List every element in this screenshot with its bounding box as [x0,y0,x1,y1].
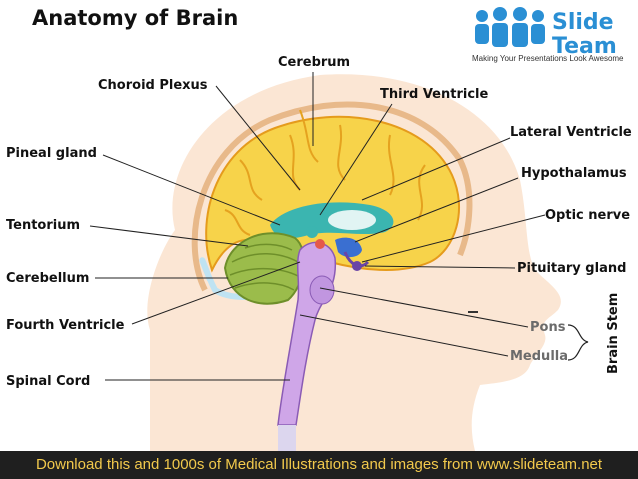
logo-tagline: Making Your Presentations Look Awesome [472,54,624,63]
label-fourth-ventricle: Fourth Ventricle [6,318,125,333]
label-cerebrum: Cerebrum [278,55,351,70]
label-medulla: Medulla [510,349,568,364]
logo-line1: Slide [552,10,614,35]
label-pituitary-gland: Pituitary gland [517,261,627,276]
label-third-ventricle: Third Ventricle [380,87,489,102]
page-title: Anatomy of Brain [32,6,239,30]
label-pineal-gland: Pineal gland [6,146,97,161]
label-spinal-cord: Spinal Cord [6,374,91,389]
label-hypothalamus: Hypothalamus [521,166,627,181]
footer-banner: Download this and 1000s of Medical Illus… [0,451,638,479]
label-cerebellum: Cerebellum [6,271,90,286]
label-lateral-ventricle: Lateral Ventricle [510,125,632,140]
logo-line2: Team [552,34,617,59]
people-group-icon [475,7,545,47]
label-tentorium: Tentorium [6,218,81,233]
label-pons: Pons [530,320,566,335]
label-choroid-plexus: Choroid Plexus [98,78,208,93]
label-brain-stem: Brain Stem [606,292,621,374]
label-optic-nerve: Optic nerve [545,208,631,223]
slideteam-logo: Slide Team Making Your Presentations Loo… [470,6,630,66]
